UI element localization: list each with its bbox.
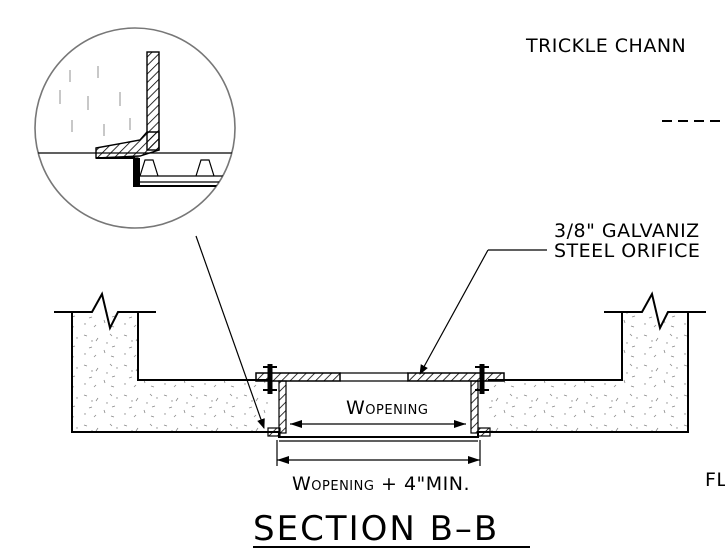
bolt-left: [263, 364, 277, 394]
concrete-channel-left: [54, 291, 268, 433]
bottom-flange: [264, 431, 494, 438]
label-w-opening-plus-4: WOPENING + 4"MIN.: [292, 473, 470, 495]
dim-w-opening-inner: [290, 420, 466, 428]
break-line-left: [54, 291, 156, 331]
orifice-plate-right: [407, 372, 505, 382]
label-fl: FL: [705, 469, 725, 491]
concrete-channel-right: [488, 291, 706, 433]
detail-bubble: [34, 27, 236, 229]
label-orifice-line1: 3/8" GALVANIZ: [554, 220, 700, 242]
orifice-leader: [419, 249, 547, 375]
label-w-opening: WOPENING: [346, 397, 428, 419]
break-line-right: [604, 291, 706, 331]
section-title: SECTION B–B: [253, 509, 499, 549]
frame-wall-left: [278, 380, 287, 434]
detail-leader: [195, 235, 265, 429]
dim-w-opening-outer: [276, 440, 481, 466]
orifice-plate-left: [255, 372, 341, 382]
label-trickle-channel: TRICKLE CHANN: [525, 35, 686, 57]
frame-wall-right: [470, 380, 479, 434]
label-orifice-line2: STEEL ORIFICE: [554, 240, 700, 262]
orifice-assembly: [255, 364, 505, 442]
